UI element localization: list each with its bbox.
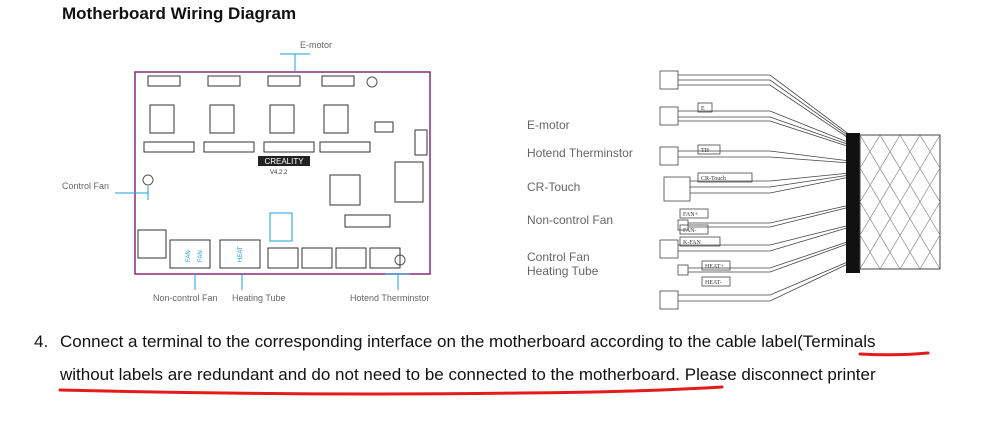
harness-label-control-fan: Control Fan [527, 250, 590, 264]
harness-label-cr-touch: CR-Touch [527, 180, 581, 194]
label-e-motor: E-motor [300, 40, 333, 50]
label-heating-tube: Heating Tube [232, 293, 286, 303]
harness-label-heating-tube: Heating Tube [527, 264, 599, 278]
label-hotend-therminstor: Hotend Therminstor [350, 293, 430, 303]
connector-label-fan2: FAN [198, 250, 204, 262]
tag-cr-touch: CR-Touch [701, 176, 726, 182]
harness-label-e-motor: E-motor [527, 118, 570, 132]
harness-label-hotend-therminstor: Hotend Therminstor [527, 146, 633, 160]
label-non-control-fan: Non-control Fan [153, 293, 218, 303]
connector-label-heat: HEAT [238, 246, 244, 262]
label-control-fan: Control Fan [62, 181, 110, 191]
tag-heat-plus: HEAT+ [705, 264, 724, 270]
tag-heat-minus: HEAT- [705, 280, 722, 286]
page-title: Motherboard Wiring Diagram [62, 4, 297, 23]
board-brand: CREALITY [264, 157, 304, 166]
tag-k-fan: K-FAN [683, 240, 702, 246]
tag-fan-minus: FAN- [683, 228, 697, 234]
step-number: 4. [34, 332, 49, 351]
board-version: V4.2.2 [270, 170, 288, 176]
connector-label-fan1: FAN [186, 250, 192, 262]
tag-e: E [701, 106, 705, 112]
tag-th: TH [701, 148, 710, 154]
harness-label-non-control-fan: Non-control Fan [527, 213, 614, 227]
tag-fan-plus: FAN+ [683, 212, 699, 218]
instruction-line-2: without labels are redundant and do not … [60, 365, 876, 384]
harness-diagram: E TH CR-Touch FAN+ FAN- K-FAN HEAT+ HEAT… [659, 70, 941, 310]
instruction-line-1: Connect a terminal to the corresponding … [60, 332, 876, 351]
motherboard-diagram: CREALITY V4.2.2 FAN FAN HEAT [115, 53, 431, 290]
